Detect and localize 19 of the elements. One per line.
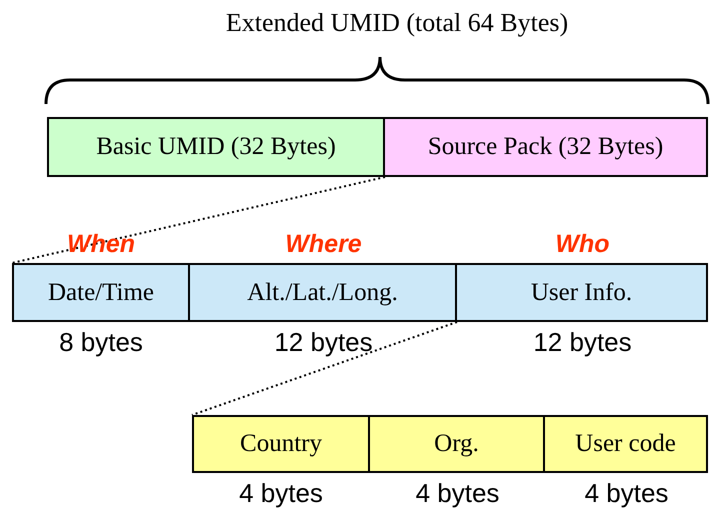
byte-count: 4 bytes (416, 478, 500, 509)
byte-count: 4 bytes (584, 478, 668, 509)
field-box: User Info. (457, 263, 708, 322)
title: Extended UMID (total 64 Bytes) (226, 8, 568, 38)
field-box: Basic UMID (32 Bytes) (47, 117, 385, 177)
field-heading: Who (555, 230, 610, 259)
field-box: Date/Time (12, 263, 190, 322)
field-box: Source Pack (32 Bytes) (385, 117, 708, 177)
byte-count: 12 bytes (274, 327, 373, 358)
field-box: User code (545, 415, 708, 473)
field-box: Alt./Lat./Long. (190, 263, 457, 322)
byte-count: 4 bytes (239, 478, 323, 509)
field-heading: Where (285, 230, 362, 259)
field-box: Country (192, 415, 370, 473)
field-box: Org. (370, 415, 545, 473)
byte-count: 8 bytes (59, 327, 143, 358)
leader-line (12, 176, 386, 264)
leader-line (192, 321, 458, 416)
byte-count: 12 bytes (533, 327, 632, 358)
